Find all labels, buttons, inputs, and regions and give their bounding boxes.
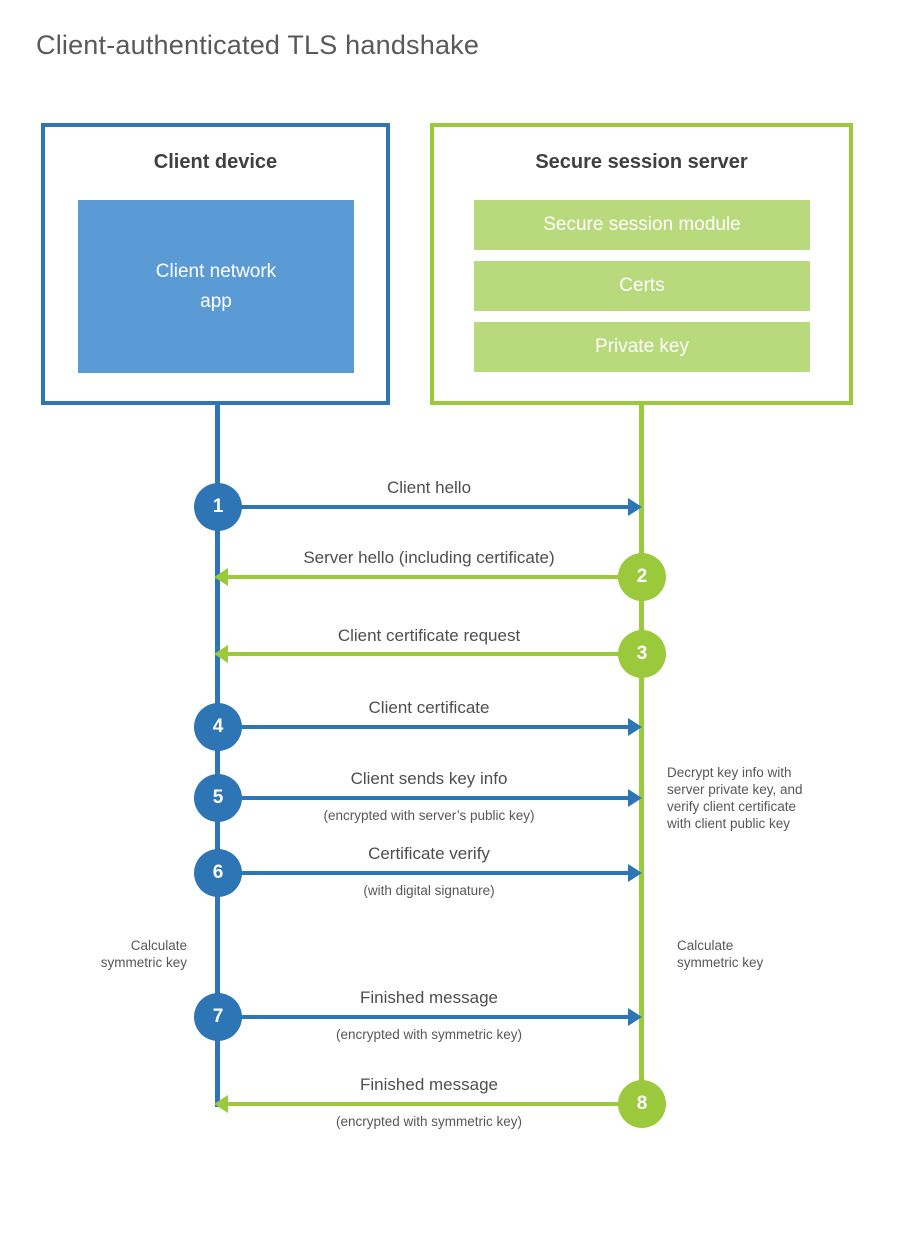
- step-number: 3: [636, 643, 648, 664]
- server-module-private-key: Private key: [474, 322, 810, 372]
- step-number: 4: [212, 716, 224, 737]
- message-label-client-certificate: Client certificate: [368, 698, 490, 717]
- arrow-line-cert-request: [226, 652, 641, 656]
- arrow-head-left-icon: [214, 1095, 228, 1113]
- arrow-line-finished-client: [220, 1015, 632, 1019]
- message-sublabel-certificate-verify: (with digital signature): [363, 883, 495, 898]
- message-label-key-info: Client sends key info: [350, 769, 508, 788]
- message-label-certificate-verify: Certificate verify: [368, 844, 490, 863]
- arrow-head-left-icon: [214, 568, 228, 586]
- client-lifeline: [215, 403, 220, 1107]
- arrow-line-finished-server: [226, 1102, 641, 1106]
- arrow-head-right-icon: [628, 498, 642, 516]
- message-label-finished-server: Finished message: [360, 1075, 498, 1094]
- message-sublabel-finished-client: (encrypted with symmetric key): [335, 1027, 523, 1042]
- arrow-line-client-certificate: [220, 725, 632, 729]
- step-circle-5: 5: [194, 774, 242, 822]
- step-circle-6: 6: [194, 849, 242, 897]
- note-calculate-symmetric-key-client: Calculate symmetric key: [100, 938, 187, 970]
- arrow-line-key-info: [220, 796, 632, 800]
- arrow-head-right-icon: [628, 864, 642, 882]
- server-module-certs: Certs: [474, 261, 810, 311]
- arrow-head-right-icon: [628, 789, 642, 807]
- step-circle-1: 1: [194, 483, 242, 531]
- step-circle-8: 8: [618, 1080, 666, 1128]
- arrow-head-right-icon: [628, 718, 642, 736]
- page-title: Client-authenticated TLS handshake: [36, 30, 480, 60]
- note-calculate-symmetric-key-server: Calculate symmetric key: [677, 938, 764, 970]
- step-number: 2: [636, 566, 648, 587]
- step-number: 6: [212, 862, 224, 883]
- message-sublabel-finished-server: (encrypted with symmetric key): [335, 1114, 523, 1129]
- step-circle-3: 3: [618, 630, 666, 678]
- arrow-line-server-hello: [226, 575, 641, 579]
- step-circle-7: 7: [194, 993, 242, 1041]
- server-module-secure-session: Secure session module: [474, 200, 810, 250]
- step-number: 5: [212, 787, 224, 808]
- arrow-head-left-icon: [214, 645, 228, 663]
- secure-session-server-title: Secure session server: [535, 151, 748, 173]
- arrow-line-client-hello: [220, 505, 632, 509]
- message-label-server-hello: Server hello (including certificate): [303, 548, 555, 567]
- note-decrypt-key-info: Decrypt key info with server private key…: [667, 765, 803, 831]
- step-number: 7: [212, 1006, 224, 1027]
- step-number: 1: [212, 496, 224, 517]
- step-number: 8: [636, 1093, 648, 1114]
- message-sublabel-key-info: (encrypted with server’s public key): [323, 808, 535, 823]
- message-label-client-hello: Client hello: [386, 478, 472, 497]
- client-device-title: Client device: [153, 151, 278, 173]
- step-circle-2: 2: [618, 553, 666, 601]
- arrow-head-right-icon: [628, 1008, 642, 1026]
- step-circle-4: 4: [194, 703, 242, 751]
- message-label-cert-request: Client certificate request: [337, 626, 521, 645]
- arrow-line-certificate-verify: [220, 871, 632, 875]
- message-label-finished-client: Finished message: [360, 988, 498, 1007]
- server-lifeline: [639, 403, 644, 1104]
